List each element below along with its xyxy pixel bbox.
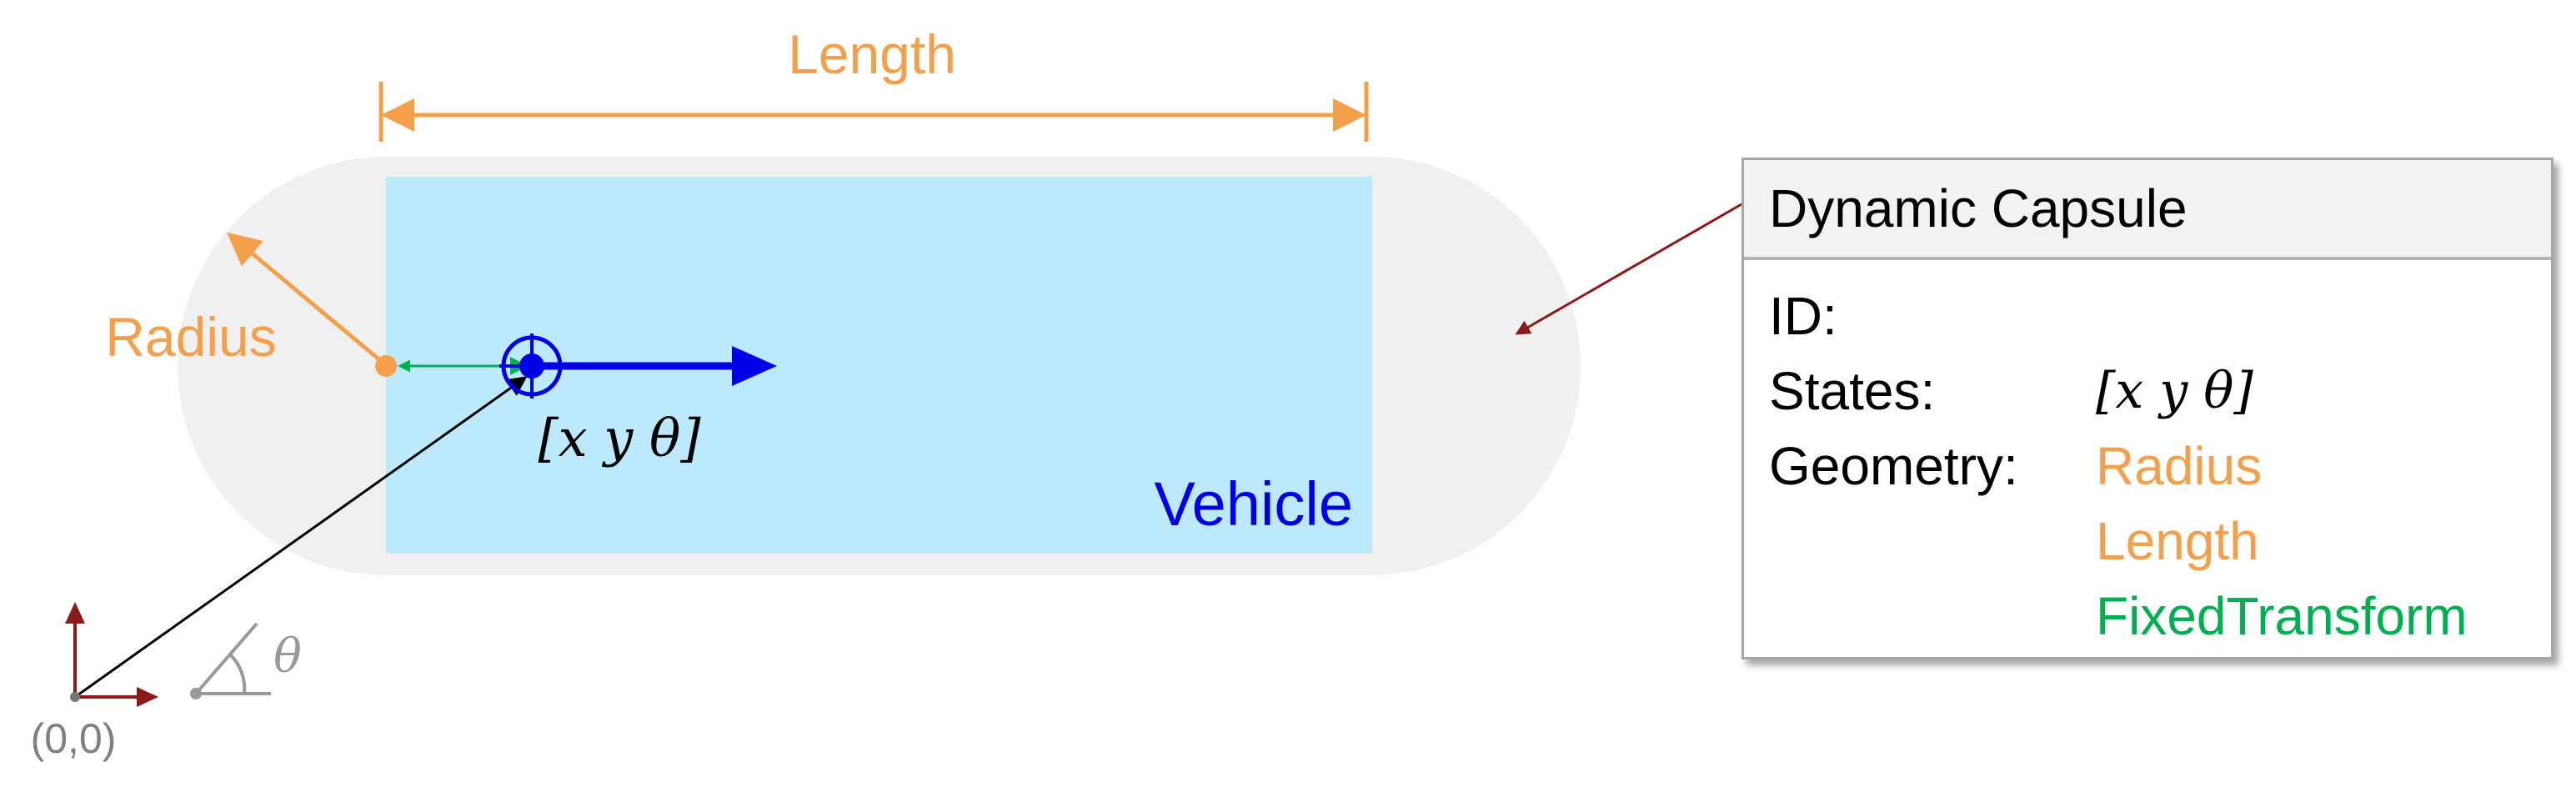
vehicle-frame-icon: [499, 333, 564, 399]
origin-frame-icon: [65, 602, 158, 707]
panel-key-id: ID:: [1769, 286, 1837, 346]
radius-label: Radius: [105, 306, 276, 368]
position-vector: [74, 376, 528, 699]
panel-key-fixed-transform: [1769, 579, 2096, 654]
panel-value-states: [x y θ]: [2096, 353, 2253, 429]
heading-arrow: [542, 346, 777, 386]
panel-key-states: States:: [1769, 361, 1936, 421]
pose-label-text: [x y θ]: [538, 408, 701, 469]
panel-value-states-text: [x y θ]: [2096, 362, 2253, 420]
length-label: Length: [788, 23, 956, 85]
theta-angle-icon: [190, 622, 271, 699]
origin-label: (0,0): [31, 715, 117, 762]
panel-key-length: [1769, 504, 2096, 579]
vehicle-label: Vehicle: [1154, 469, 1353, 539]
panel-body: ID: States: [x y θ] Geometry: Radius Len…: [1744, 260, 2551, 654]
panel-row-length: Length: [1769, 504, 2551, 579]
theta-label: θ: [273, 629, 302, 684]
pose-label: [x y θ]: [538, 408, 701, 469]
panel-pointer: [1515, 203, 1742, 335]
panel-title: Dynamic Capsule: [1744, 160, 2551, 260]
panel-value-fixed-transform: FixedTransform: [2096, 586, 2468, 646]
radius-point: [375, 355, 397, 377]
panel-row-states: States: [x y θ]: [1769, 353, 2551, 429]
panel-key-geometry: Geometry:: [1769, 436, 2018, 496]
panel-row-id: ID:: [1769, 278, 2551, 353]
panel-value-radius: Radius: [2096, 436, 2263, 496]
panel-row-geometry: Geometry: Radius: [1769, 429, 2551, 504]
length-dimension: [378, 82, 1369, 142]
radius-arrow: [227, 232, 388, 367]
dynamic-capsule-panel: Dynamic Capsule ID: States: [x y θ] Geom…: [1742, 158, 2553, 659]
panel-value-length: Length: [2096, 511, 2259, 571]
panel-row-fixed-transform: FixedTransform: [1769, 579, 2551, 654]
